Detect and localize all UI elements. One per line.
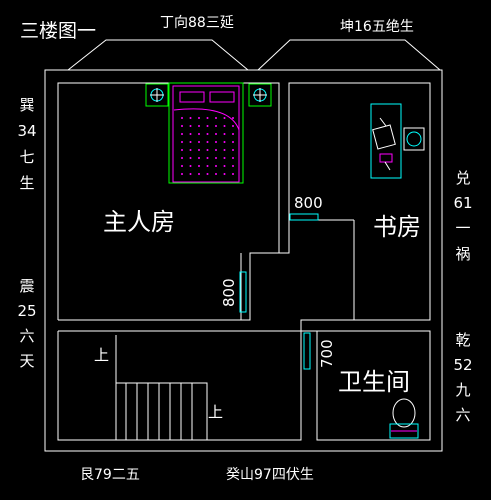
keyboard [379, 153, 393, 163]
svg-text:七: 七 [19, 148, 34, 166]
svg-text:巽: 巽 [19, 96, 34, 114]
nightstand-right [248, 83, 272, 107]
svg-text:震: 震 [19, 277, 34, 295]
right-bottom-side-label: 乾 52 九 六 [453, 331, 472, 424]
svg-text:61: 61 [453, 194, 472, 212]
pillow-left [179, 91, 205, 103]
svg-text:生: 生 [19, 174, 34, 192]
svg-text:九: 九 [455, 381, 470, 399]
walls [44, 69, 443, 452]
toilet [389, 398, 419, 439]
stair-up-label-left: 上 [94, 346, 109, 364]
monitor [372, 124, 396, 150]
nightstand-left [145, 83, 169, 107]
chair [403, 127, 425, 151]
svg-text:兑: 兑 [455, 169, 470, 187]
bottom-direction-label: 癸山97四伏生 [226, 467, 314, 483]
master-door-dimension: 800 [220, 278, 238, 307]
bed-cover-fold [173, 108, 240, 131]
stairs [115, 335, 208, 440]
bathroom-door-dimension: 700 [318, 339, 336, 368]
bathroom-label: 卫生间 [338, 368, 410, 396]
bathroom-wall [316, 330, 431, 441]
svg-text:一: 一 [455, 219, 470, 237]
stair-up-label-right: 上 [208, 403, 223, 421]
svg-text:六: 六 [455, 406, 470, 424]
top-direction-label: 丁向88三延 [160, 15, 234, 31]
master-bedroom-label: 主人房 [103, 208, 175, 236]
plan-title: 三楼图一 [20, 20, 96, 42]
study-wall [288, 82, 431, 321]
svg-text:34: 34 [17, 122, 36, 140]
study-door [289, 213, 319, 221]
study-desk [370, 103, 425, 179]
study-door-dimension: 800 [294, 194, 323, 212]
study-label: 书房 [373, 213, 421, 241]
svg-text:天: 天 [19, 352, 34, 370]
bed-pattern [181, 117, 234, 175]
roof-outline [67, 39, 441, 71]
pillow-right [209, 91, 235, 103]
top-right-direction-label: 坤16五绝生 [340, 19, 414, 35]
svg-text:乾: 乾 [455, 331, 470, 349]
bed-mattress [172, 85, 240, 183]
svg-text:25: 25 [17, 302, 36, 320]
desk [370, 103, 402, 179]
left-top-side-label: 巽 34 七 生 [17, 96, 36, 192]
outer-wall [44, 69, 443, 452]
bed-frame [168, 82, 244, 184]
svg-text:六: 六 [19, 327, 34, 345]
master-bedroom-door [239, 271, 247, 313]
bathroom-door [303, 332, 311, 370]
stair-room-wall [57, 330, 302, 441]
bed [168, 82, 244, 184]
svg-text:52: 52 [453, 356, 472, 374]
right-top-side-label: 兑 61 一 祸 [453, 169, 472, 263]
left-bottom-side-label: 震 25 六 天 [17, 277, 36, 370]
bottom-left-direction-label: 艮79二五 [80, 467, 140, 483]
doors [239, 213, 319, 370]
svg-text:祸: 祸 [455, 245, 470, 263]
